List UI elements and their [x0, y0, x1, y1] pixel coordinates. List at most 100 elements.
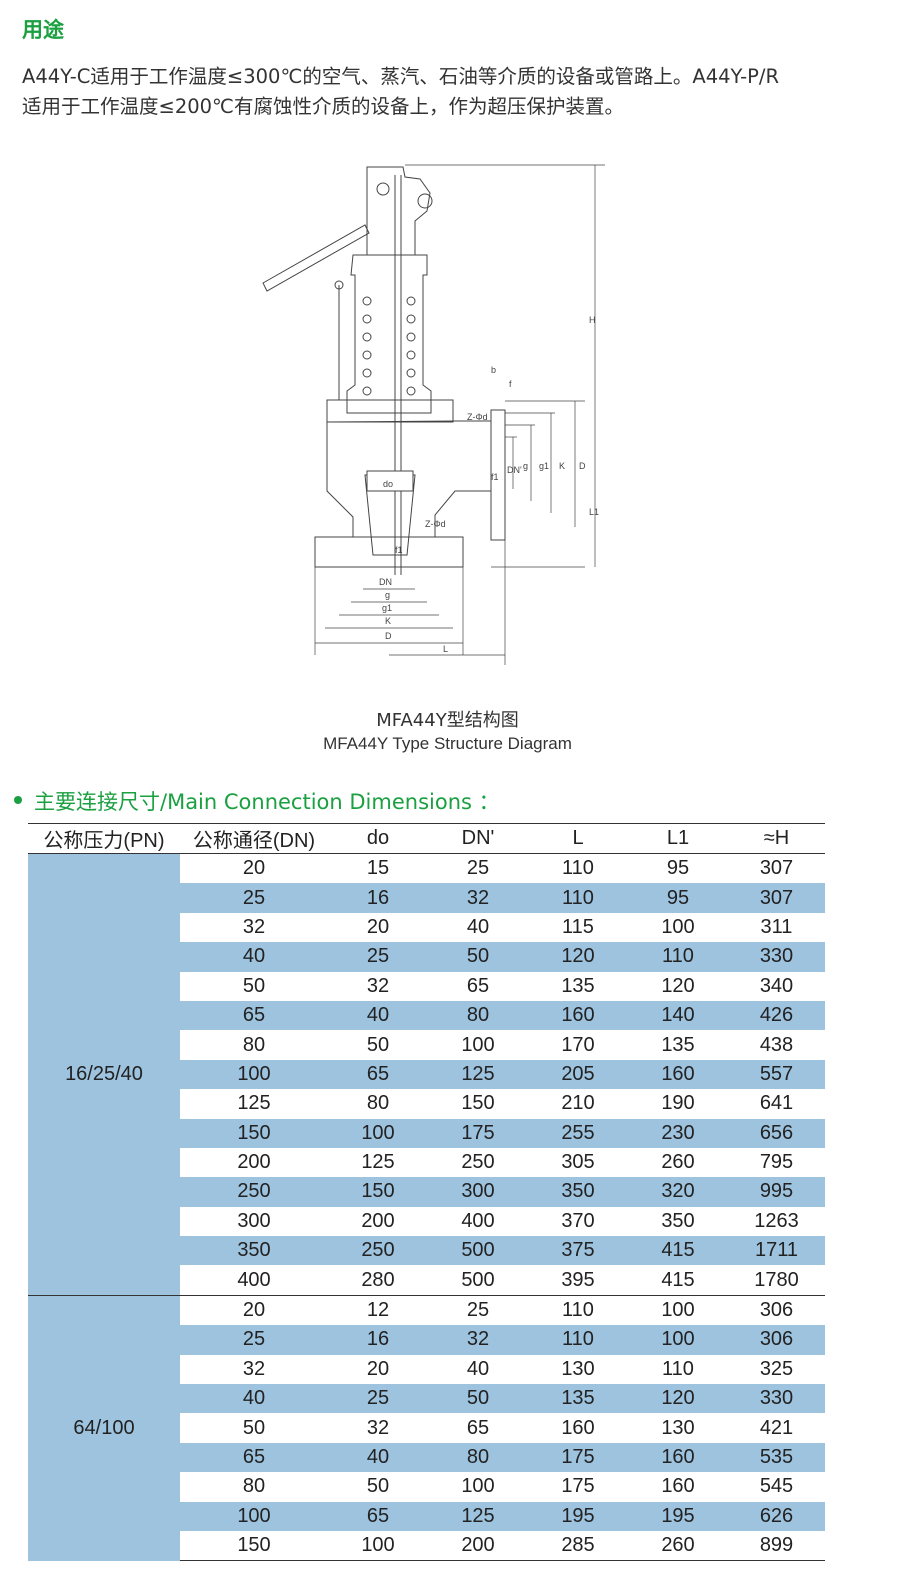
cell-l1: 95 [628, 883, 728, 913]
cell-pn-group: 64/100 [28, 1294, 180, 1561]
cell-dn: 20 [242, 857, 266, 880]
cell-l1: 140 [628, 1000, 728, 1031]
cell-dn: 80 [242, 1475, 266, 1498]
cell-dn-prime: 500 [461, 1268, 495, 1291]
cell-h: 421 [759, 1416, 794, 1439]
cell-l1: 415 [628, 1236, 728, 1266]
cell-dn-prime: 500 [428, 1236, 528, 1266]
cell-h: 557 [728, 1059, 825, 1090]
cell-l: 120 [528, 942, 628, 972]
cell-l1: 230 [628, 1118, 728, 1148]
dim-label-k-side: K [559, 461, 565, 471]
valve-bonnet [346, 254, 432, 414]
cell-do: 12 [328, 1294, 428, 1326]
cell-l: 170 [561, 1033, 595, 1056]
dim-label-z-phi-d-bottom: Z-Φd [425, 519, 446, 529]
cell-h: 307 [759, 857, 794, 880]
cell-dn-prime: 40 [466, 915, 490, 938]
cell-l: 135 [528, 1384, 628, 1414]
cell-l1: 100 [628, 1325, 728, 1355]
cell-h: 1711 [728, 1236, 825, 1266]
header-pn: 公称压力(PN) [28, 823, 180, 854]
cell-h: 340 [759, 974, 794, 997]
cell-l: 350 [528, 1177, 628, 1207]
cell-l: 110 [528, 1325, 628, 1355]
cell-do: 40 [328, 1000, 428, 1031]
dim-label-g1-side: g1 [539, 461, 549, 471]
cell-do: 40 [328, 1442, 428, 1473]
cell-h: 306 [728, 1325, 825, 1355]
section-title: 主要连接尺寸/Main Connection Dimensions ： [14, 786, 500, 816]
cell-dn-prime: 200 [428, 1530, 528, 1562]
diagram-caption-en: MFA44Y Type Structure Diagram [323, 734, 572, 753]
cell-do: 16 [328, 883, 428, 913]
header-l: L [528, 823, 628, 854]
cell-dn: 25 [180, 883, 328, 913]
cell-do: 25 [328, 1384, 428, 1414]
cell-l: 130 [561, 1357, 595, 1380]
dim-label-b: b [491, 365, 496, 375]
cell-do: 100 [328, 1530, 428, 1562]
cell-do: 50 [366, 1033, 390, 1056]
cell-dn: 32 [242, 1357, 266, 1380]
dim-label-k-bottom: K [385, 616, 391, 626]
cell-l: 175 [528, 1442, 628, 1473]
cell-l1: 350 [661, 1209, 695, 1232]
cell-l: 135 [561, 974, 595, 997]
cell-dn-prime: 100 [461, 1475, 495, 1498]
cell-dn-prime: 25 [466, 857, 490, 880]
cell-l1: 130 [661, 1416, 695, 1439]
cell-h: 1780 [754, 1268, 799, 1291]
cell-dn-prime: 50 [428, 1384, 528, 1414]
cell-l: 305 [561, 1151, 595, 1174]
cell-h: 1263 [754, 1209, 799, 1232]
dim-label-h: H [589, 315, 596, 325]
dim-label-l: L [443, 644, 448, 654]
header-dn-prime: DN' [428, 823, 528, 854]
cell-dn-prime: 65 [466, 974, 490, 997]
dim-label-dn: DN [379, 577, 392, 587]
cell-l: 375 [528, 1236, 628, 1266]
cell-h: 656 [728, 1118, 825, 1148]
cell-pn-group: 16/25/40 [28, 853, 180, 1296]
cell-l: 115 [562, 915, 594, 938]
outlet-flange [490, 409, 506, 541]
dim-label-z-phi-d-top: Z-Φd [467, 412, 488, 422]
valve-structure-diagram: H b f Z-Φd DN' g g1 K D L1 f1 do Z-Φd f1… [262, 164, 605, 665]
cell-do: 100 [328, 1118, 428, 1148]
cell-l: 160 [561, 1416, 595, 1439]
cell-dn: 40 [180, 1384, 328, 1414]
cell-h: 307 [728, 883, 825, 913]
dim-label-g-bottom: g [385, 590, 390, 600]
spring [362, 296, 416, 396]
header-dn: 公称通径(DN) [180, 823, 328, 854]
cell-l1: 190 [661, 1092, 695, 1115]
cell-l: 395 [561, 1268, 595, 1291]
dim-label-f1-bottom: f1 [395, 545, 403, 555]
valve-cap [366, 166, 431, 256]
cell-l: 210 [561, 1092, 595, 1115]
dim-label-do: do [383, 479, 393, 489]
cell-dn: 25 [180, 1325, 328, 1355]
usage-line-1: A44Y-C适用于工作温度≤300℃的空气、蒸汽、石油等介质的设备或管路上。A4… [22, 65, 780, 88]
cell-do: 250 [328, 1236, 428, 1266]
cell-dn-prime: 50 [428, 942, 528, 972]
dim-label-d-bottom: D [385, 631, 392, 641]
header-l1: L1 [628, 823, 728, 854]
cell-do: 125 [361, 1151, 395, 1174]
cell-do: 280 [361, 1268, 395, 1291]
dim-label-f1-side: f1 [491, 472, 499, 482]
cell-dn: 50 [242, 1416, 266, 1439]
inlet-flange [314, 536, 464, 568]
cell-l: 110 [562, 857, 594, 880]
header-do: do [328, 823, 428, 854]
usage-line-2: 适用于工作温度≤200℃有腐蚀性介质的设备上，作为超压保护装置。 [22, 95, 624, 118]
cell-dn: 80 [242, 1033, 266, 1056]
cell-dn-prime: 32 [428, 883, 528, 913]
